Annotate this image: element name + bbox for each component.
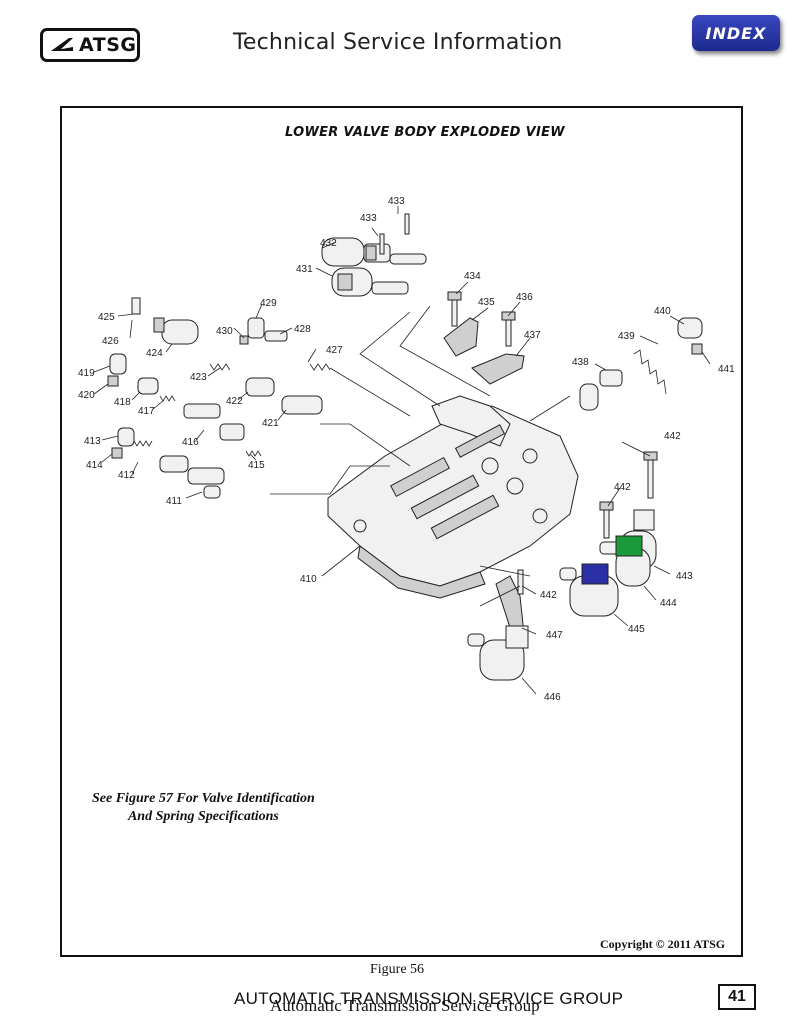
- black-connector: [505, 625, 529, 649]
- part-label: 422: [226, 396, 243, 407]
- part-label: 428: [294, 324, 311, 335]
- part-label: 427: [326, 345, 343, 356]
- solenoid-446: [467, 625, 529, 681]
- part-label: 435: [478, 297, 495, 308]
- note-line-1: See Figure 57 For Valve Identification: [92, 791, 315, 806]
- valve-body: [327, 395, 579, 599]
- valve-train-lower: [111, 427, 262, 499]
- footer-text-serif: Automatic Transmission Service Group: [270, 996, 540, 1015]
- page-number: 41: [718, 984, 756, 1010]
- part-label: 431: [296, 264, 313, 275]
- logo-mark-icon: [51, 38, 73, 51]
- part-label: 421: [262, 418, 279, 429]
- logo-text: ATSG: [79, 34, 137, 56]
- part-label: 413: [84, 436, 101, 447]
- note-line-2: And Spring Specifications: [127, 809, 279, 824]
- part-label: 439: [618, 331, 635, 342]
- blue-connector: [581, 563, 609, 585]
- part-label: 416: [182, 437, 199, 448]
- part-label: 446: [544, 692, 561, 703]
- valve-train-middle: [107, 353, 323, 441]
- part-label: 411: [166, 496, 182, 507]
- part-label: 412: [118, 470, 135, 481]
- black-connector: [633, 509, 655, 531]
- index-button[interactable]: INDEX: [692, 15, 780, 51]
- part-label: 430: [216, 326, 233, 337]
- part-label: 423: [190, 372, 207, 383]
- part-label: 434: [464, 271, 481, 282]
- part-label: 432: [320, 238, 337, 249]
- part-label: 433: [360, 213, 377, 224]
- copyright: Copyright © 2011 ATSG: [600, 937, 726, 951]
- part-label: 420: [78, 390, 95, 401]
- part-label: 442: [614, 482, 631, 493]
- solenoid-431: [331, 267, 409, 297]
- figure-note: See Figure 57 For Valve Identification A…: [92, 790, 315, 826]
- part-label: 436: [516, 292, 533, 303]
- part-label: 417: [138, 406, 155, 417]
- part-label: 438: [572, 357, 589, 368]
- part-label: 433: [388, 196, 405, 207]
- part-label: 425: [98, 312, 115, 323]
- page-title: Technical Service Information: [233, 30, 563, 55]
- solenoid-445: [559, 563, 619, 617]
- valve-train-upper: [131, 297, 331, 371]
- part-label: 442: [664, 431, 681, 442]
- solenoid-432: [321, 237, 427, 267]
- part-label: 429: [260, 298, 277, 309]
- part-label: 424: [146, 348, 163, 359]
- exploded-view-diagram: 433 433 432 431 434 435 436 437 440 439 …: [78, 196, 735, 703]
- green-connector: [615, 535, 643, 557]
- part-label: 442: [540, 590, 557, 601]
- part-label: 441: [718, 364, 735, 375]
- part-label: 415: [248, 460, 265, 471]
- solenoid-444: [615, 535, 651, 587]
- figure-title: LOWER VALVE BODY EXPLODED VIEW: [285, 125, 565, 140]
- part-label: 447: [546, 630, 563, 641]
- part-label: 426: [102, 336, 119, 347]
- part-label: 444: [660, 598, 677, 609]
- part-label: 418: [114, 397, 131, 408]
- part-label: 440: [654, 306, 671, 317]
- part-label: 437: [524, 330, 541, 341]
- figure-frame: [60, 106, 743, 957]
- part-label: 410: [300, 574, 317, 585]
- figure-caption: Figure 56: [370, 962, 425, 977]
- part-label: 445: [628, 624, 645, 635]
- part-label: 419: [78, 368, 95, 379]
- part-label: 414: [86, 460, 103, 471]
- part-labels: 433 433 432 431 434 435 436 437 440 439 …: [78, 196, 735, 703]
- footer-text: AUTOMATIC TRANSMISSION SERVICE GROUP: [234, 989, 624, 1008]
- atsg-logo: ATSG: [40, 28, 140, 62]
- part-label: 443: [676, 571, 693, 582]
